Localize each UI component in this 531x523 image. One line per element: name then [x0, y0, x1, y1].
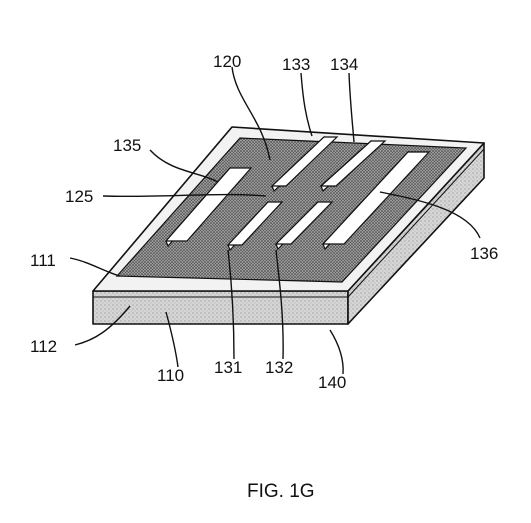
figure-caption: FIG. 1G: [247, 481, 315, 502]
leader-133: [300, 72, 313, 137]
ref-132: 132: [265, 358, 293, 377]
leader-120: [231, 66, 271, 161]
ref-110: 110: [157, 366, 184, 385]
leader-132: [275, 249, 284, 360]
ref-136: 136: [470, 244, 498, 263]
leader-131: [227, 249, 235, 360]
ref-111: 111: [30, 251, 56, 270]
ref-140: 140: [318, 373, 346, 392]
leader-125: [102, 193, 267, 198]
leader-111: [69, 257, 121, 277]
leader-135: [149, 149, 219, 183]
electrode-131: [226, 200, 284, 252]
ref-133: 133: [282, 55, 310, 74]
ref-131: 131: [214, 358, 242, 377]
leader-112: [74, 305, 131, 346]
leader-140: [329, 329, 344, 375]
ref-112: 112: [30, 337, 57, 356]
leader-134: [348, 72, 355, 143]
electrode-120-strip: [270, 135, 339, 193]
ref-125: 125: [65, 187, 93, 206]
leader-136: [379, 191, 481, 239]
active-layer: [115, 137, 468, 283]
ref-120: 120: [213, 52, 241, 71]
electrode-132: [274, 200, 334, 251]
leader-110: [165, 311, 179, 368]
ref-134: 134: [330, 55, 358, 74]
ref-135: 135: [113, 136, 141, 155]
electrode-135: [164, 166, 253, 248]
electrode-136: [321, 150, 431, 251]
electrode-134: [319, 139, 387, 193]
layer-boundary-side: [347, 148, 485, 298]
substrate-front-face: [92, 290, 349, 325]
